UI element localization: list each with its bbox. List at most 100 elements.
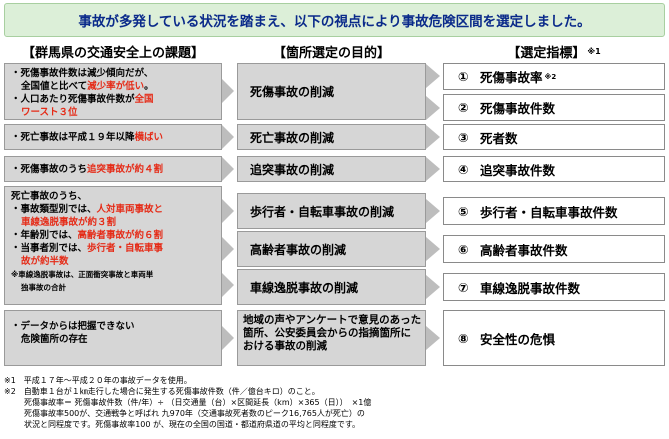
arrow-right-icon (426, 125, 442, 149)
issue-text: 全国値と比べて (21, 81, 88, 92)
column-header-purpose: 【箇所選定の目的】 (272, 45, 390, 61)
issue-line: ・年齢別では、高齢者事故が約６割 (11, 229, 215, 242)
purpose-box-4: 歩行者・自転車事故の削減 (237, 193, 426, 229)
arrow-right-icon (426, 199, 442, 223)
indicator-number: ③ (458, 129, 469, 145)
column-header-issues: 【群馬県の交通安全上の課題】 (21, 45, 204, 61)
indicator-number: ② (458, 100, 469, 115)
issue-box-1: ・死傷事故件数は減少傾向だが、全国値と比べて減少率が低い。・人口あたり死傷事故件… (4, 63, 222, 120)
indicator-item-5: ⑤ 歩行者・自転車事故件数 (443, 197, 665, 225)
purpose-box-3: 追突事故の削減 (237, 156, 426, 182)
indicator-item-2: ② 死傷事故件数 (443, 94, 665, 121)
column-header-indicators: 【選定指標】※1 (443, 41, 665, 61)
issue-text: ・死傷事故のうち (11, 164, 88, 175)
arrow-right-icon (222, 237, 236, 261)
issue-line: ・データからは把握できない (11, 320, 215, 333)
issue-box-3: ・死傷事故のうち追突事故が約４割 (4, 156, 222, 182)
purpose-box-2: 死亡事故の削減 (237, 124, 426, 150)
issue-text: ・データからは把握できない (11, 321, 135, 332)
issue-text: 。 (144, 81, 154, 92)
indicator-note: ※2 (544, 72, 557, 81)
footnote-line: 死傷事故率500が、交通戦争と呼ばれ 九970年（交通事故死者数のピーク16,7… (24, 409, 365, 418)
arrow-right-icon (222, 157, 236, 181)
indicator-label: 死傷事故件数 (480, 101, 556, 116)
issue-highlight: 歩行者・自転車事 (87, 243, 164, 254)
issue-box-4: 死亡事故のうち、・事故類型別では、人対車両事故と車線逸脱事故が約３割・年齢別では… (4, 186, 222, 305)
indicator-number: ① (458, 69, 469, 84)
arrow-right-icon (222, 273, 236, 297)
footnote-line: 状況と同程度です。死傷事故率100 が、現在の全国の国道・都道府県道の平均と同程… (24, 420, 361, 429)
issue-text: 危険箇所の存在 (21, 334, 88, 345)
issue-line: ・死傷事故のうち追突事故が約４割 (11, 163, 215, 176)
indicator-item-1: ① 死傷事故率※2 (443, 63, 665, 90)
purpose-line: 地域の声やアンケートで意見のあった (243, 314, 422, 326)
purpose-box-5: 高齢者事故の削減 (237, 231, 426, 267)
arrow-right-icon (426, 157, 442, 181)
issue-box-5: ・データからは把握できない危険箇所の存在 (4, 310, 222, 366)
issue-highlight: 高齢者事故が約６割 (77, 230, 164, 241)
indicator-label: 歩行者・自転車事故件数 (480, 204, 618, 220)
issue-text: ・当事者別では、 (11, 243, 88, 254)
issue-line: 独事故の合計 (11, 281, 215, 294)
issue-text: 独事故の合計 (21, 283, 66, 292)
issue-line: 故が約半数 (11, 255, 215, 268)
issue-highlight: 人対車両事故と (96, 204, 164, 215)
purpose-box-7: 地域の声やアンケートで意見のあった 箇所、公安委員会からの指摘箇所に おける事故… (237, 310, 426, 366)
header-banner: 事故が多発している状況を踏まえ、以下の視点により事故危険区間を選定しました。 (4, 3, 665, 37)
issue-line: 死亡事故のうち、 (11, 190, 215, 203)
issue-text: ・事故類型別では、 (11, 204, 97, 215)
purpose-box-6: 車線逸脱事故の削減 (237, 269, 426, 305)
purpose-box-1: 死傷事故の削減 (237, 63, 426, 120)
issue-line: ※車線逸脱事故は、正面衝突事故と車両単 (11, 268, 215, 281)
issue-highlight: ワースト３位 (21, 107, 78, 118)
column-header-indicators-label: 【選定指標】 (507, 45, 586, 61)
arrow-right-icon (222, 199, 236, 223)
issue-box-2: ・死亡事故は平成１９年以降横ばい (4, 124, 222, 150)
indicator-number: ⑧ (458, 330, 469, 346)
arrow-right-icon (426, 326, 442, 350)
arrow-right-icon (222, 125, 236, 149)
purpose-line: おける事故の削減 (243, 340, 327, 352)
issue-line: ・死亡事故は平成１９年以降横ばい (11, 131, 215, 144)
issue-line: ワースト３位 (11, 106, 215, 119)
indicator-number: ④ (458, 161, 469, 177)
issue-line: ・死傷事故件数は減少傾向だが、 (11, 67, 215, 80)
arrow-right-icon (426, 96, 442, 120)
arrow-right-icon (222, 79, 236, 103)
issue-highlight: 横ばい (134, 132, 164, 143)
issue-text: ・死亡事故は平成１９年以降 (11, 132, 135, 143)
footnote-line: 死傷事故率＝ 死傷事故件数（件/年）÷ （日交通量（台）×区間延長（km）×36… (24, 398, 372, 407)
issue-text: ・年齢別では、 (11, 230, 78, 241)
issue-line: 危険箇所の存在 (11, 333, 215, 346)
issue-highlight: 減少率が低い (87, 81, 145, 92)
indicator-number: ⑤ (458, 203, 469, 219)
indicator-label: 追突事故件数 (480, 162, 556, 178)
issue-line: 車線逸脱事故が約３割 (11, 216, 215, 229)
issue-highlight: 故が約半数 (21, 256, 69, 267)
issue-line: 全国値と比べて減少率が低い。 (11, 80, 215, 93)
indicator-item-4: ④ 追突事故件数 (443, 156, 665, 182)
arrow-right-icon (426, 64, 442, 88)
indicator-label: 車線逸脱事故件数 (480, 280, 581, 296)
arrow-right-icon (426, 275, 442, 299)
issue-text: ・人口あたり死傷事故件数が (11, 94, 135, 105)
issue-highlight: 車線逸脱事故が約３割 (21, 217, 117, 228)
issue-text: 死亡事故のうち、 (11, 191, 88, 202)
indicator-item-7: ⑦ 車線逸脱事故件数 (443, 273, 665, 301)
footnote-line: ※1 平成１７年～平成２０年の事故データを使用。 (4, 376, 192, 385)
indicator-label: 高齢者事故件数 (480, 242, 568, 258)
footnotes: ※1 平成１７年～平成２０年の事故データを使用。※2 自動車１台が１㎞走行した場… (4, 375, 664, 430)
indicator-label: 死者数 (480, 130, 518, 146)
issue-line: ・当事者別では、歩行者・自転車事 (11, 242, 215, 255)
arrow-right-icon (426, 237, 442, 261)
issue-text: ・死傷事故件数は減少傾向だが、 (11, 68, 154, 79)
arrow-right-icon (222, 326, 236, 350)
indicator-label: 死傷事故率 (480, 70, 543, 85)
indicator-item-3: ③ 死者数 (443, 124, 665, 150)
indicator-number: ⑦ (458, 279, 469, 295)
issue-highlight: 全国 (134, 94, 154, 105)
issue-highlight: 追突事故が約４割 (87, 164, 164, 175)
issue-line: ・事故類型別では、人対車両事故と (11, 203, 215, 216)
